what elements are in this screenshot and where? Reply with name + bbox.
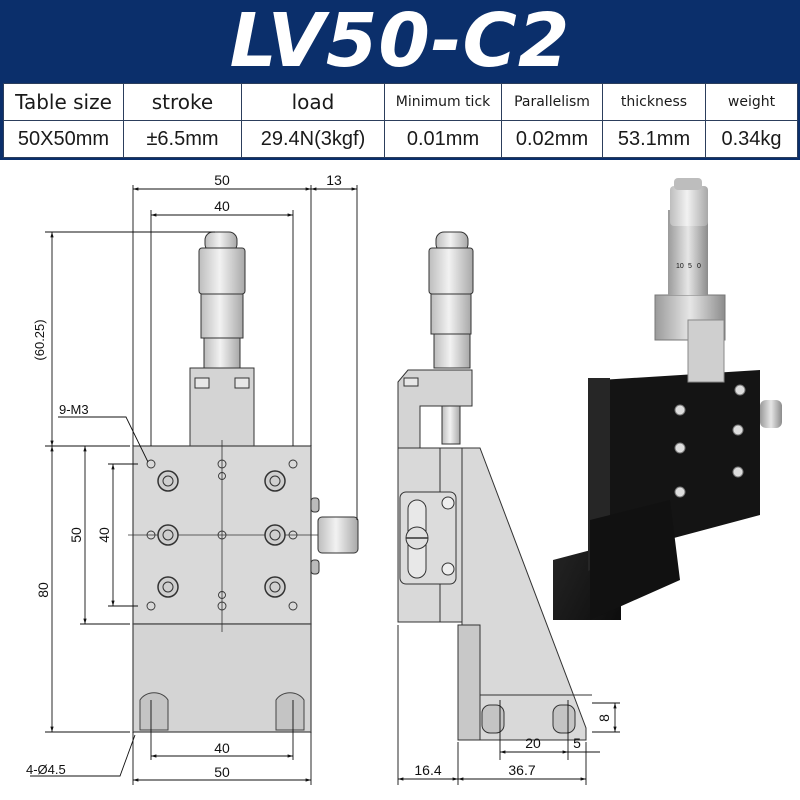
cap-screws <box>157 470 286 598</box>
m3-holes <box>146 459 298 611</box>
spec-value-minimum-tick: 0.01mm <box>384 120 502 158</box>
spec-value-load: 29.4N(3kgf) <box>241 120 385 158</box>
dim-left-80: 80 <box>35 582 51 598</box>
spec-value-stroke: ±6.5mm <box>123 120 242 158</box>
spec-value-weight: 0.34kg <box>705 120 798 158</box>
spec-value-row: 50X50mm ±6.5mm 29.4N(3kgf) 0.01mm 0.02mm… <box>3 120 798 158</box>
dim-hole-edge: 5 <box>573 735 581 751</box>
spec-value-thickness: 53.1mm <box>602 120 706 158</box>
product-photo: 10 5 0 <box>553 178 782 620</box>
dim-top-inner: 40 <box>214 198 230 214</box>
spec-value-table-size: 50X50mm <box>3 120 124 158</box>
technical-drawing: 50 13 40 (60.25) 80 50 40 9-M3 40 50 4-Ø… <box>26 172 782 785</box>
spec-value-parallelism: 0.02mm <box>501 120 603 158</box>
micrometer-front <box>189 231 255 447</box>
micrometer-scale-5: 5 <box>688 263 692 270</box>
spec-header-thickness: thickness <box>602 83 706 121</box>
dim-thickness: 8 <box>596 714 612 722</box>
spec-header-load: load <box>241 83 385 121</box>
dim-offset: 16.4 <box>414 762 441 778</box>
spec-header-stroke: stroke <box>123 83 242 121</box>
dim-bottom-inner: 40 <box>214 740 230 756</box>
spec-header-parallelism: Parallelism <box>501 83 603 121</box>
note-mount: 4-Ø4.5 <box>26 762 66 777</box>
spec-table: Table size stroke load Minimum tick Para… <box>3 83 798 158</box>
product-title: LV50-C2 <box>229 0 571 84</box>
micrometer-scale-10: 10 <box>676 263 684 270</box>
dim-base: 36.7 <box>508 762 535 778</box>
dim-left-50: 50 <box>68 527 84 543</box>
dim-left-40: 40 <box>96 527 112 543</box>
dim-knob: 13 <box>326 172 342 188</box>
dim-hole-pitch: 20 <box>525 735 541 751</box>
spec-header-weight: weight <box>705 83 798 121</box>
spec-header-table-size: Table size <box>3 83 124 121</box>
dim-bottom-outer: 50 <box>214 764 230 780</box>
spec-header-minimum-tick: Minimum tick <box>384 83 502 121</box>
spec-header-row: Table size stroke load Minimum tick Para… <box>3 83 798 121</box>
micrometer-side <box>397 231 474 449</box>
front-view: 50 13 40 (60.25) 80 50 40 9-M3 40 50 4-Ø… <box>26 172 359 785</box>
dim-height-total: (60.25) <box>32 319 47 360</box>
side-view: 20 5 16.4 36.7 8 <box>397 231 620 785</box>
note-holes: 9-M3 <box>59 402 89 417</box>
header-banner: LV50-C2 Table size stroke load Minimum t… <box>0 0 800 160</box>
micrometer-scale-0: 0 <box>697 263 701 270</box>
dim-top-outer: 50 <box>214 172 230 188</box>
